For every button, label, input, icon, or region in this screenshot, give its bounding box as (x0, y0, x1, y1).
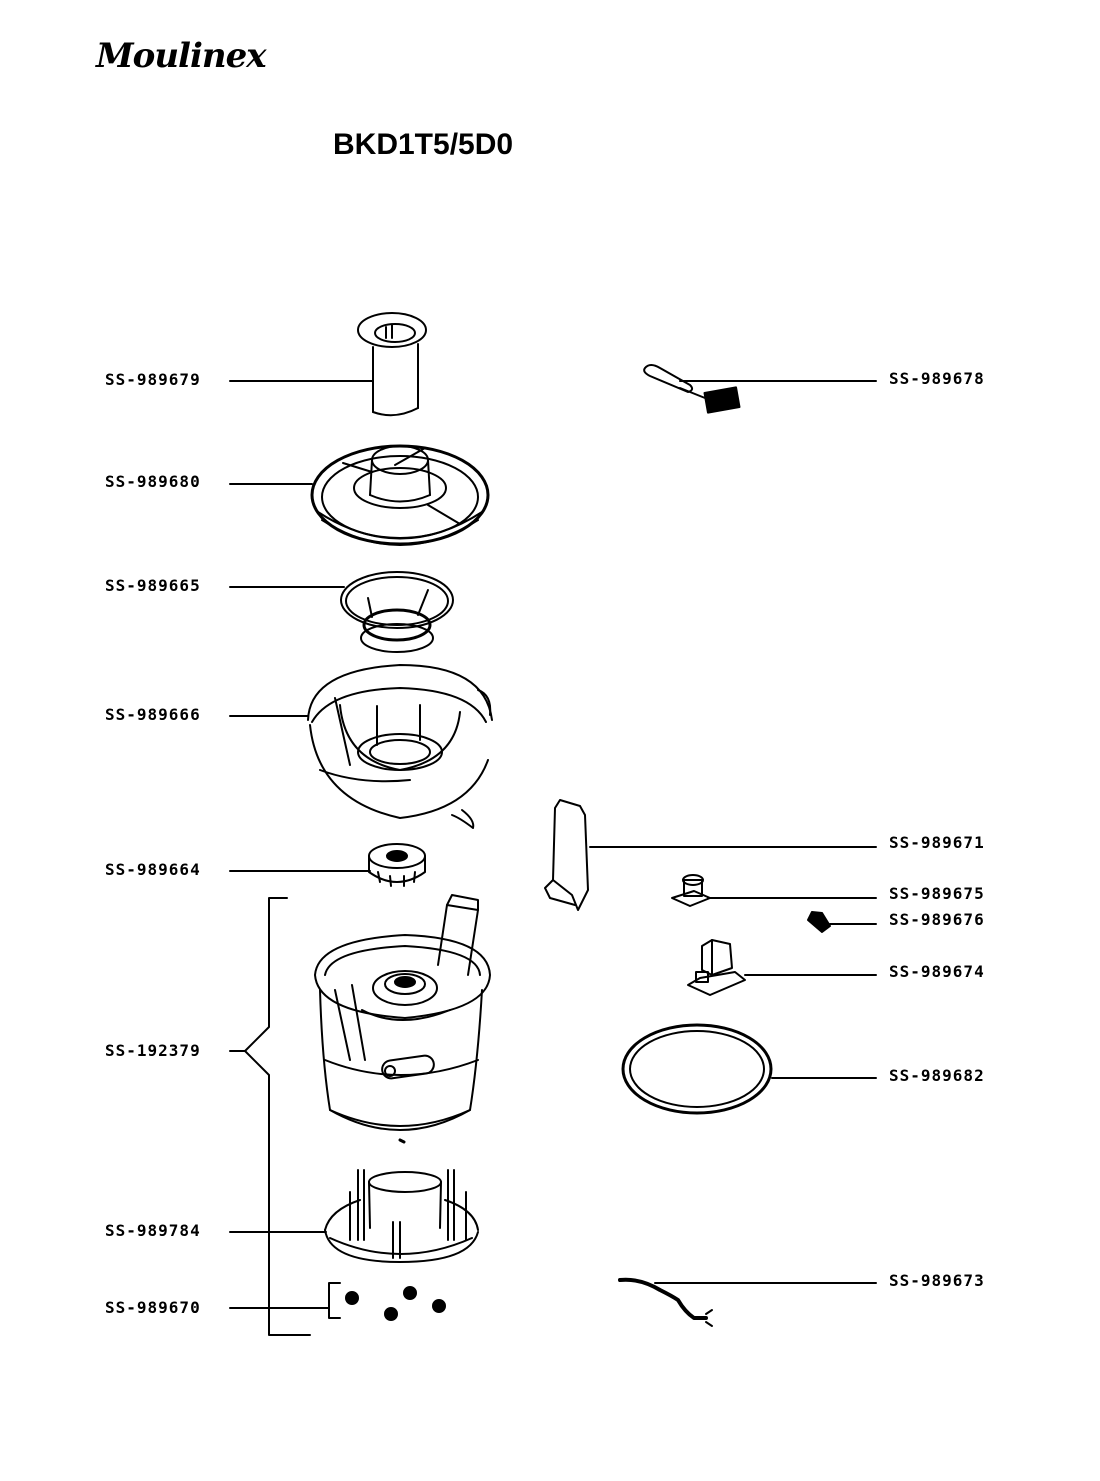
feet-bracket (328, 1282, 341, 1319)
part-label-arm: SS-989671 (889, 833, 985, 852)
part-label-microswitch: SS-989674 (889, 962, 985, 981)
part-label-pusher: SS-989679 (105, 370, 201, 389)
part-label-switch: SS-989675 (889, 884, 985, 903)
motor-base-drawing (324, 1169, 479, 1263)
drive-coupling-drawing (368, 843, 426, 887)
locking-arm-drawing (544, 799, 589, 911)
seal-ring-drawing (621, 1023, 773, 1115)
filter-basket-drawing (340, 571, 454, 653)
leader-lines-right (589, 380, 877, 1284)
model-number-title: BKD1T5/5D0 (333, 128, 514, 161)
part-label-feet: SS-989670 (105, 1298, 201, 1317)
part-label-coupling: SS-989664 (105, 860, 201, 879)
microswitch-drawing (687, 939, 746, 996)
food-pusher-drawing (357, 312, 427, 417)
part-label-base: SS-989784 (105, 1221, 201, 1240)
small-clip-drawing (807, 911, 831, 933)
part-label-seal: SS-989682 (889, 1066, 985, 1085)
assembly-bracket (244, 897, 311, 1336)
cleaning-brush-drawing (643, 364, 741, 414)
brand-logo: Moulinex (96, 36, 266, 76)
part-label-filter: SS-989665 (105, 576, 201, 595)
part-label-bowl: SS-989666 (105, 705, 201, 724)
switch-drawing (671, 874, 711, 907)
part-label-cord: SS-989673 (889, 1271, 985, 1290)
part-label-motor-unit: SS-192379 (105, 1041, 201, 1060)
leader-lines-left (229, 380, 373, 1309)
lid-drawing (310, 444, 490, 546)
part-label-clip: SS-989676 (889, 910, 985, 929)
juice-bowl-drawing (307, 664, 493, 829)
feet-drawing (345, 1286, 446, 1321)
motor-unit-drawing (314, 894, 491, 1144)
power-cord-drawing (618, 1277, 713, 1327)
part-label-brush: SS-989678 (889, 369, 985, 388)
part-label-lid: SS-989680 (105, 472, 201, 491)
